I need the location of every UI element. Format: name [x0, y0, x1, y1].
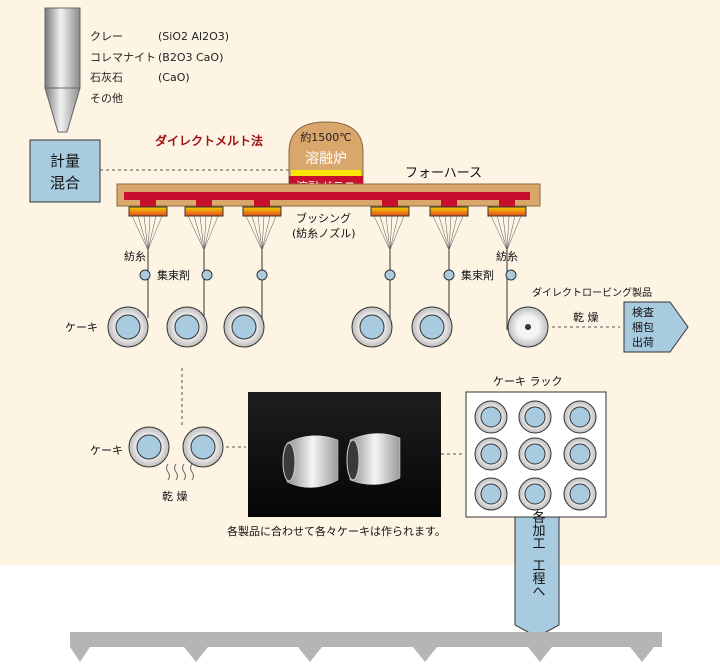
forehearth-glass-flow [124, 192, 530, 200]
material-formula: (B2O3 CaO) [158, 51, 223, 64]
cake-icon [518, 477, 552, 511]
cake-row-lower [128, 426, 224, 468]
photo-caption: 各製品に合わせて各々ケーキは作られます。 [227, 524, 446, 538]
weighing-mixing-box [29, 139, 101, 203]
process-bar [70, 632, 662, 662]
cake-icon [223, 306, 265, 348]
bushing [128, 199, 168, 217]
inspection-box [623, 301, 689, 353]
direct-melt-label: ダイレクトメルト法 [155, 133, 263, 148]
strand-lines [147, 250, 508, 330]
cake-icon [474, 477, 508, 511]
bushing [184, 199, 224, 217]
cake-row [107, 306, 453, 348]
cake-icon [351, 306, 393, 348]
bushing [487, 199, 527, 217]
spinning-label: 紡糸 [124, 249, 146, 263]
cake-icon [128, 426, 170, 468]
binder-label: 集束剤 [461, 268, 494, 282]
roving-package-icon [507, 306, 549, 348]
binder-label: 集束剤 [157, 268, 190, 282]
binder-applicators [139, 269, 517, 281]
cake-icon [563, 437, 597, 471]
material-name: 石灰石 [90, 70, 123, 84]
cake-rack-label: ケーキ ラック [493, 375, 563, 388]
bushing [429, 199, 469, 217]
cake-icon [107, 306, 149, 348]
materials-list: クレー (SiO2 Al2O3) コレマナイト (B2O3 CaO) 石灰石 (… [90, 30, 229, 105]
weighing-mixing-label: 計量 [50, 152, 80, 170]
cake-label: ケーキ [65, 321, 98, 334]
material-formula: (SiO2 Al2O3) [158, 30, 229, 43]
next-process-label: 各加工 [530, 510, 546, 550]
bushing [370, 199, 410, 217]
drying-label: 乾 燥 [162, 490, 188, 503]
forehearth-label: フォーハース [405, 166, 482, 181]
cake-label: ケーキ [90, 444, 123, 457]
weighing-mixing-label: 混合 [50, 174, 80, 192]
furnace-temperature: 約1500℃ [300, 130, 351, 144]
material-name: その他 [90, 92, 123, 105]
cake-icon [166, 306, 208, 348]
cake-icon [411, 306, 453, 348]
bushing [242, 199, 282, 217]
inspection-label: 出荷 [632, 335, 654, 349]
cake-icon [563, 477, 597, 511]
fiber-strands [131, 215, 522, 251]
roving-product-label: ダイレクトロービング製品 [532, 286, 652, 299]
product-photo [248, 392, 441, 517]
bushing-label: (紡糸ノズル) [292, 226, 356, 240]
inspection-label: 検査 [632, 305, 654, 319]
glass-surface [291, 170, 361, 176]
furnace-name: 溶融炉 [305, 151, 347, 167]
cake-rack-items [474, 400, 597, 511]
heat-waves-icon [166, 463, 194, 481]
material-formula: (CaO) [158, 71, 190, 84]
material-name: クレー [90, 30, 123, 43]
inspection-label: 梱包 [632, 320, 654, 334]
cake-icon [518, 437, 552, 471]
cake-icon [182, 426, 224, 468]
cake-icon [474, 400, 508, 434]
cake-icon [474, 437, 508, 471]
cake-icon [518, 400, 552, 434]
material-name: コレマナイト [90, 51, 156, 64]
bushing-label: ブッシング [296, 211, 351, 225]
next-process-label: 工程へ [530, 559, 546, 598]
glass-fiber-cake-photo-icon [282, 433, 401, 488]
cake-icon [563, 400, 597, 434]
bushing-group [128, 199, 527, 217]
hopper-icon [44, 7, 81, 133]
drying-label: 乾 燥 [573, 311, 599, 324]
next-process-arrow [514, 516, 560, 638]
